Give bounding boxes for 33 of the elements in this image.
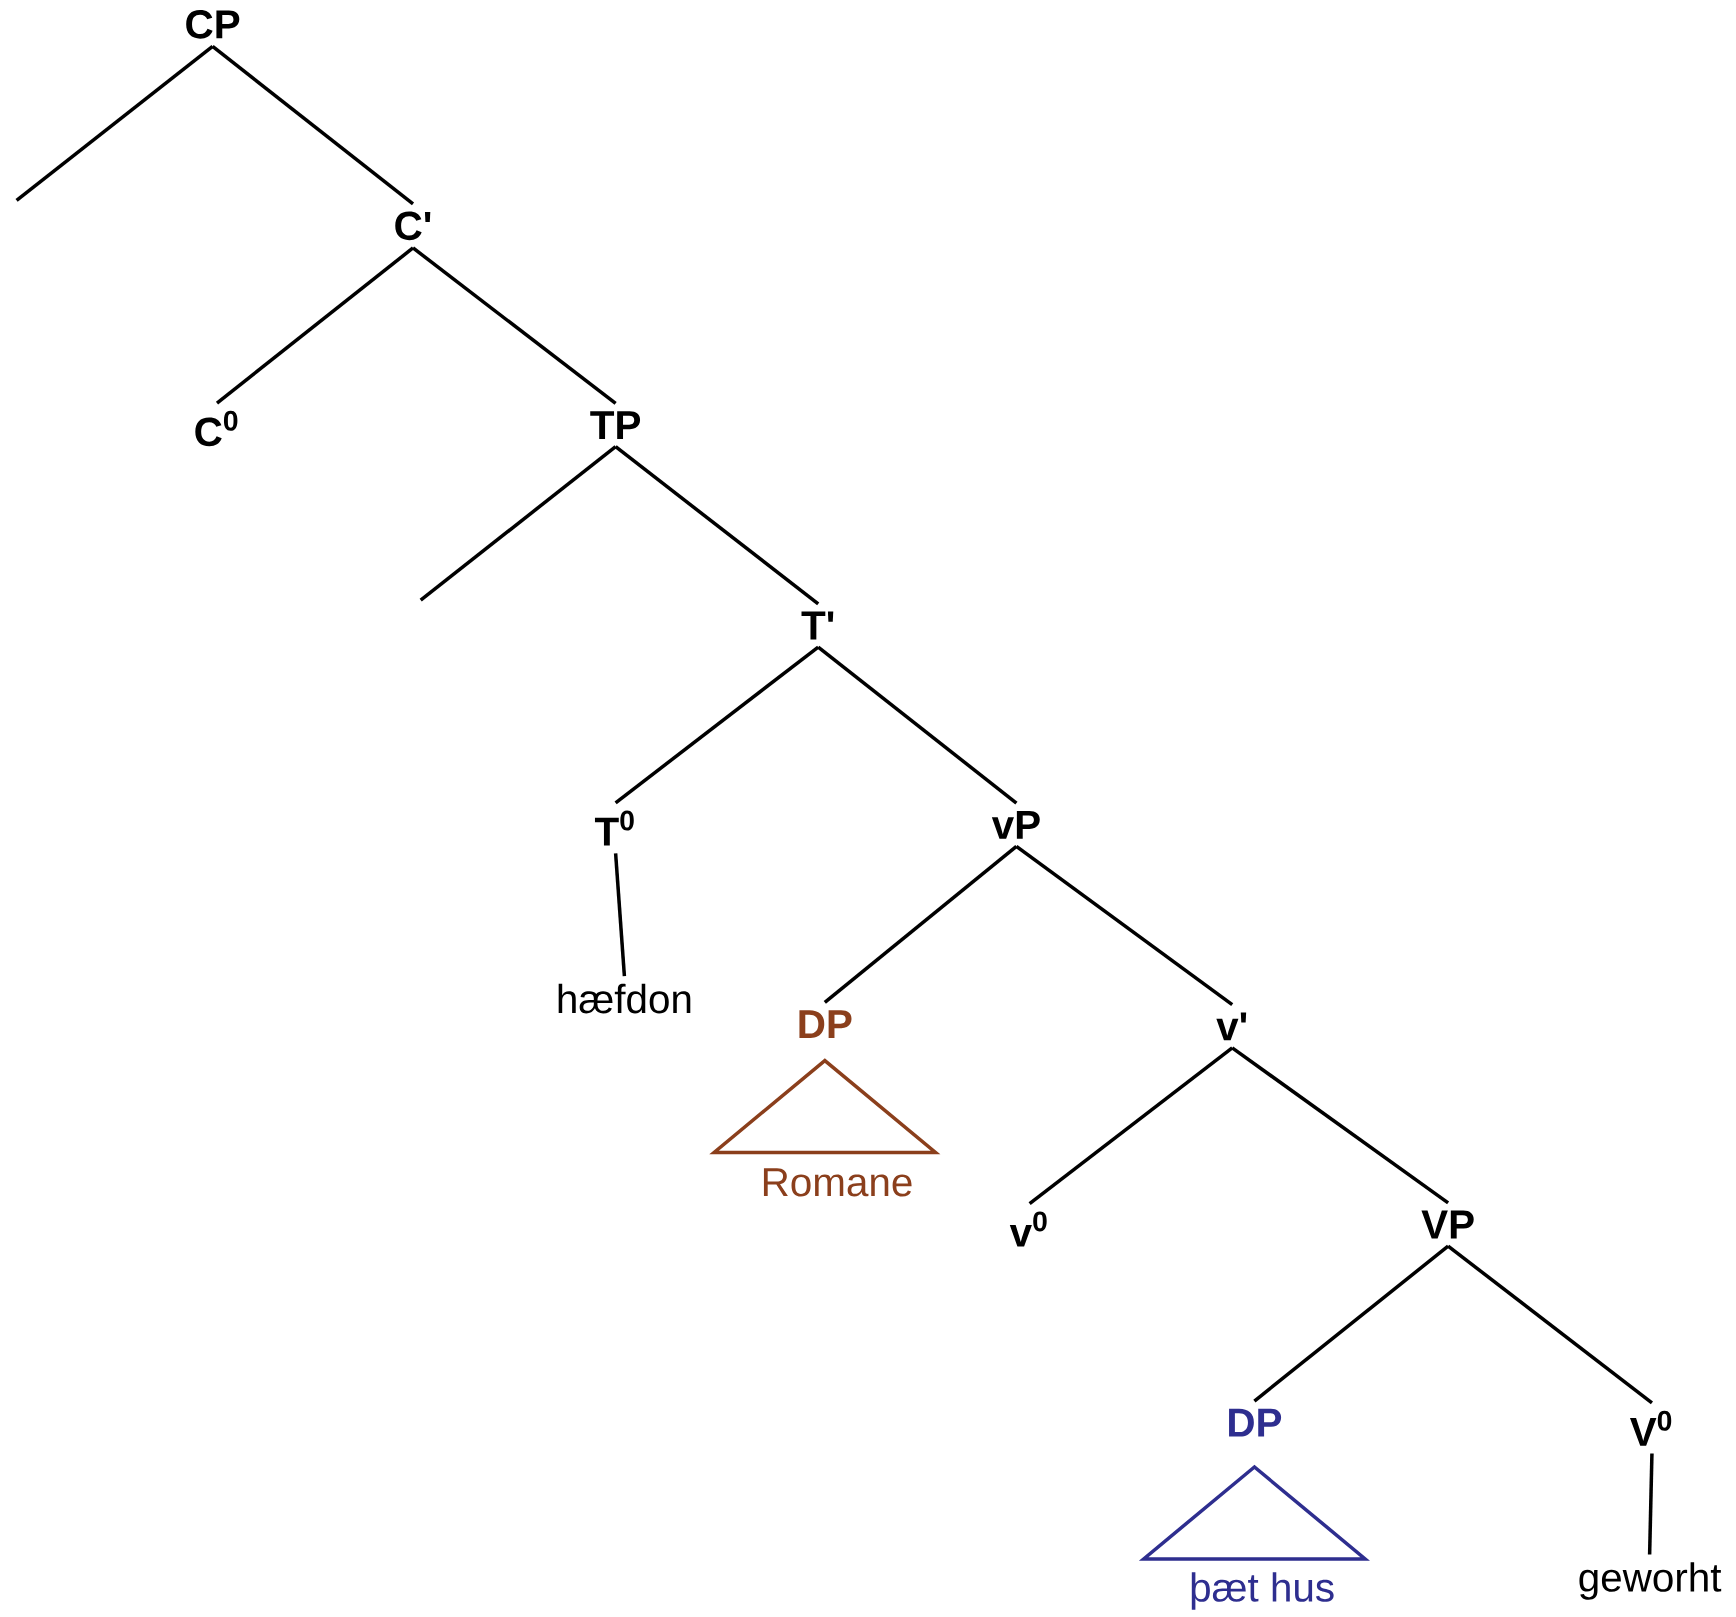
category-label: vP (991, 810, 1040, 839)
phrase-text: þæt hus (1191, 1572, 1334, 1610)
branch-line (211, 45, 415, 206)
category-label: C' (395, 211, 431, 241)
category-label: TP (590, 411, 641, 439)
branch-line (1231, 1046, 1450, 1205)
branch-line (215, 246, 415, 405)
branch-line (613, 853, 627, 977)
branch-line (411, 246, 617, 405)
branch-line (817, 645, 1018, 805)
branch-line (614, 645, 820, 805)
category-label: CP (186, 10, 240, 39)
branch-line (614, 445, 820, 606)
branch-line (419, 445, 617, 602)
branch-line (1015, 845, 1234, 1007)
category-label: DP (1229, 1408, 1282, 1437)
branch-line (1647, 1453, 1654, 1555)
category-label: T$^{0}$ (594, 810, 634, 846)
branch-line (1253, 1244, 1450, 1403)
word-label: hæfdon (558, 983, 691, 1014)
category-label: T' (801, 611, 834, 640)
category-label: v$^{0}$ (1009, 1211, 1047, 1247)
branch-line (823, 845, 1018, 1004)
phrase-text: Romane (763, 1168, 912, 1197)
branch-line (1028, 1046, 1234, 1206)
category-label: v' (1216, 1012, 1247, 1041)
category-label: V$^{0}$ (1630, 1410, 1672, 1446)
word-label: geworht (1579, 1562, 1722, 1600)
category-label: DP (799, 1010, 852, 1038)
branch-line (1447, 1244, 1653, 1405)
branch-line (15, 45, 214, 202)
category-label: VP (1421, 1210, 1474, 1239)
category-label: C$^{0}$ (195, 410, 238, 447)
